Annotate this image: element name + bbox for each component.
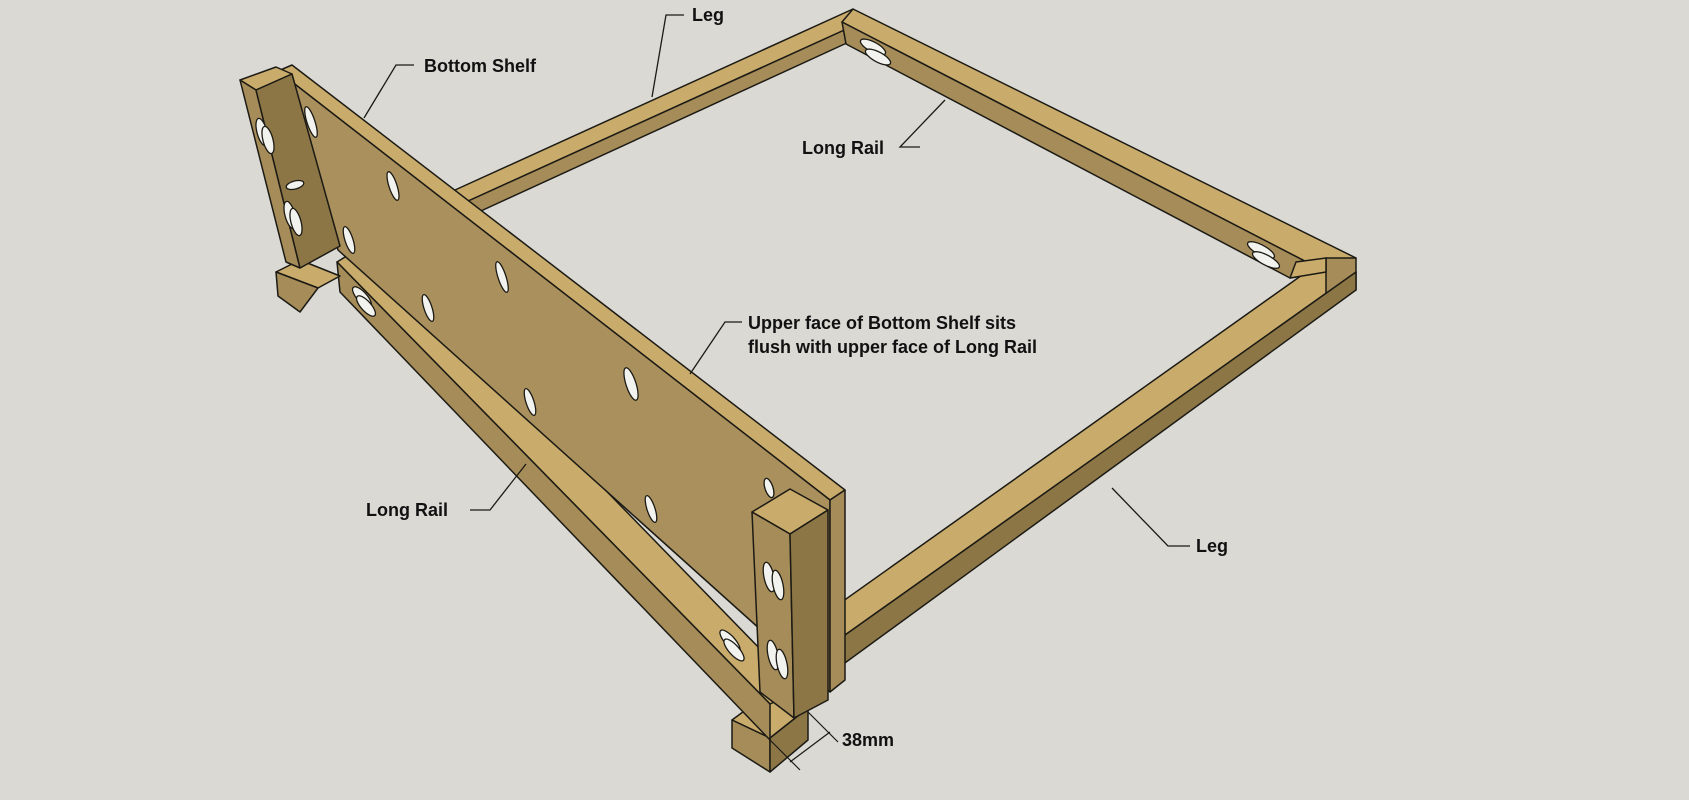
label-leg-right: Leg: [1196, 536, 1229, 556]
leader-bottom-shelf: [363, 64, 414, 119]
leader-leg-top: [651, 14, 684, 98]
leader-lines: [363, 14, 1190, 547]
leader-leg-right: [1111, 487, 1190, 547]
label-dimension: 38mm: [842, 730, 895, 750]
label-note-line2: flush with upper face of Long Rail: [748, 337, 1038, 357]
label-long-rail-front: Long Rail: [366, 500, 448, 520]
bottom-shelf: [277, 64, 846, 693]
label-note-line1: Upper face of Bottom Shelf sits: [748, 313, 1017, 333]
dimension-38mm: [769, 711, 839, 771]
left-upright-leg: [239, 66, 341, 269]
leader-note: [689, 321, 742, 375]
leader-long-rail-back: [898, 99, 946, 148]
leader-long-rail-front: [470, 463, 527, 511]
label-leg-top: Leg: [692, 5, 725, 25]
left-leg-stub: [275, 259, 341, 313]
label-long-rail-back: Long Rail: [802, 138, 884, 158]
back-leg: [454, 8, 863, 217]
back-long-rail: [841, 8, 1357, 279]
label-bottom-shelf: Bottom Shelf: [424, 56, 536, 76]
right-upright-leg: [751, 488, 829, 719]
